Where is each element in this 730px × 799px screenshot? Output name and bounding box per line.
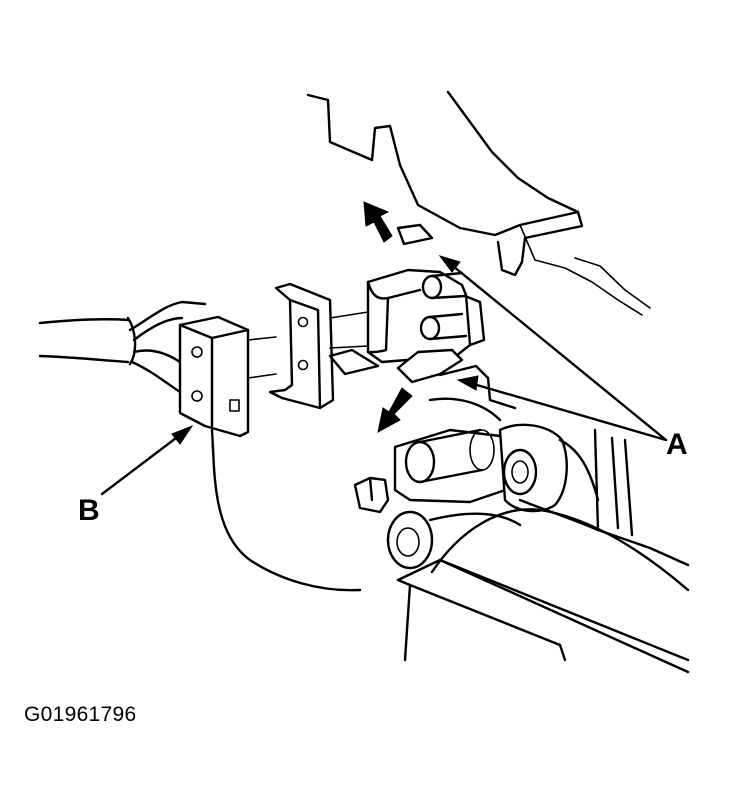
figure-id: G01961796	[24, 703, 137, 726]
push-down-arrow-icon	[377, 387, 413, 433]
housing-body	[396, 508, 690, 674]
callout-label-a: A	[666, 428, 688, 461]
leader-line-b	[100, 424, 194, 496]
switch-body	[178, 315, 362, 592]
mounting-bracket	[268, 282, 380, 410]
leader-lines-a	[438, 255, 668, 442]
alignment-lines	[247, 311, 369, 379]
connector	[366, 268, 486, 364]
callout-label-b: B	[78, 494, 100, 527]
locking-tab-upper	[396, 223, 434, 246]
lower-mechanism	[353, 364, 690, 570]
locking-tab-lower	[396, 348, 464, 384]
pull-direction-arrow-icon	[363, 201, 393, 243]
wiring-harness	[38, 300, 207, 394]
upper-housing	[306, 90, 651, 316]
